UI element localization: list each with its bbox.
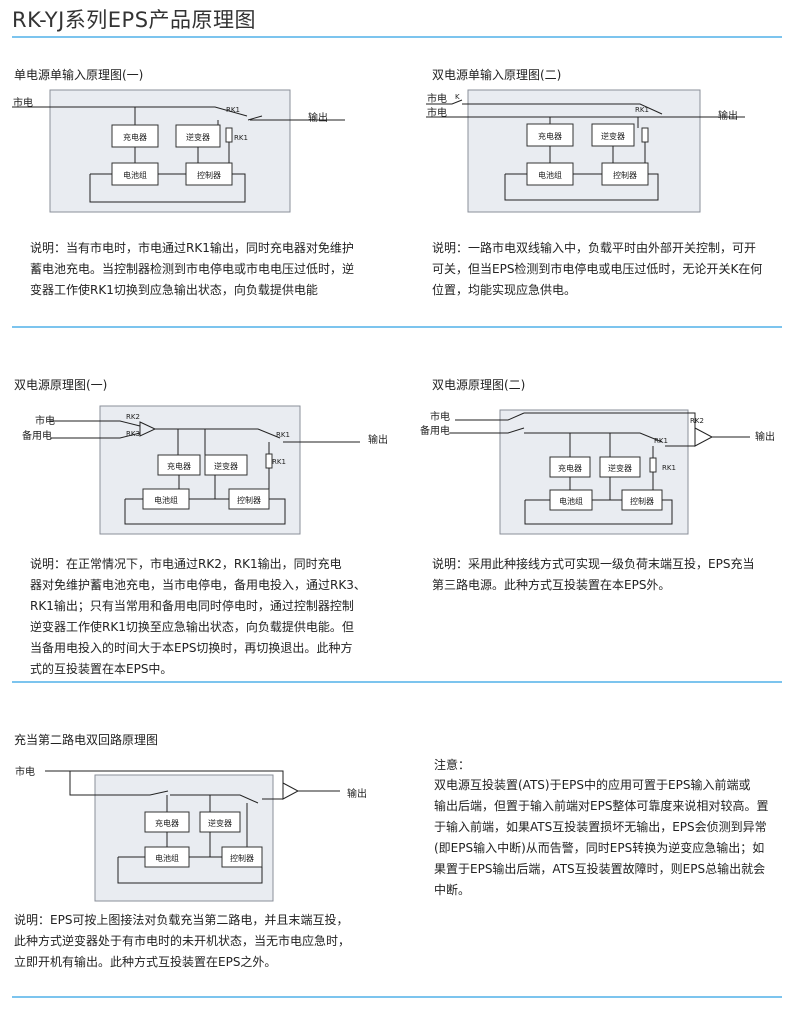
controller-label: 控制器	[613, 170, 637, 180]
controller-label: 控制器	[230, 853, 254, 863]
diagram-title: 双电源单输入原理图(二)	[432, 68, 562, 82]
charger-label: 充电器	[155, 818, 179, 828]
wires-lower	[504, 142, 659, 201]
mains-line	[12, 106, 345, 121]
wires	[134, 107, 263, 163]
eps-panel	[94, 774, 274, 902]
controller-label: 控制器	[197, 170, 221, 180]
wires-lower	[89, 142, 246, 203]
switch-label: RK1	[635, 106, 649, 114]
circuit-diagram-2: 市电 市电 K RK1 输出 充电器 逆变器 电池组 控制器	[426, 89, 745, 213]
diagram-description: 说明：在正常情况下，市电通过RK2，RK1输出，同时充电 器对免维护蓄电池充电，…	[30, 557, 366, 676]
eps-feed	[69, 771, 283, 804]
input-lines	[50, 420, 141, 439]
wires	[569, 433, 654, 458]
relay-label: RK1	[662, 464, 676, 472]
controller-label: 控制器	[630, 496, 654, 506]
mains-lines	[426, 99, 745, 118]
note-text: 双电源互投装置(ATS)于EPS中的应用可置于EPS输入前端或 输出后端，但置于…	[434, 778, 769, 897]
input-label: 市电	[427, 92, 447, 105]
battery-label: 电池组	[123, 170, 147, 180]
charger-label: 充电器	[123, 132, 147, 142]
input-label: 市电	[15, 765, 35, 778]
ats-symbol	[694, 427, 750, 447]
switch-label: RK2	[126, 413, 140, 421]
battery-label: 电池组	[559, 496, 583, 506]
diagram-description: 说明：EPS可按上图接法对负载充当第二路电，并且末端互投， 此种方式逆变器处于有…	[14, 913, 351, 969]
divider	[12, 996, 782, 998]
mains-line	[45, 770, 284, 785]
output-label: 输出	[368, 433, 388, 446]
switch-label: K	[455, 93, 460, 101]
input-label: 备用电	[420, 424, 450, 437]
input-label: 市电	[35, 414, 55, 427]
relay-coil	[641, 127, 649, 143]
wires-lower	[524, 472, 673, 525]
relay-label: RK1	[234, 134, 248, 142]
wires-lower	[124, 468, 286, 525]
charger-block	[111, 124, 159, 148]
output-label: 输出	[347, 787, 367, 800]
relay-coil	[649, 457, 657, 473]
switch-label: RK1	[276, 431, 290, 439]
ats-symbol	[282, 782, 340, 800]
diagram-description: 说明：当有市电时，市电通过RK1输出，同时充电器对免维护 蓄电池充电。当控制器检…	[30, 241, 355, 297]
diagram-title: 双电源原理图(二)	[432, 378, 526, 392]
inverter-label: 逆变器	[601, 131, 625, 141]
charger-label: 充电器	[558, 463, 582, 473]
input-label: 市电	[13, 96, 33, 109]
circuit-diagram-5: 市电 输出 充电器 逆变器 电池组 控制器	[15, 765, 367, 902]
charger-label: 充电器	[167, 461, 191, 471]
eps-panel	[499, 409, 689, 535]
circuit-diagram-4: 市电 备用电 RK1 RK2 RK1 输出 充电器 逆变器 电池组 控制器	[420, 409, 775, 535]
inverter-label: 逆变器	[186, 132, 210, 142]
inverter-label: 逆变器	[208, 818, 232, 828]
charger-label: 充电器	[538, 131, 562, 141]
switch-label: RK2	[690, 417, 704, 425]
switch-label: RK1	[226, 106, 240, 114]
diagram-description: 说明：一路市电双线输入中，负载平时由外部开关控制，可开 可关，但当EPS检测到市…	[432, 241, 763, 297]
diagram-description: 说明：采用此种接线方式可实现一级负荷末端互投，EPS充当 第三路电源。此种方式互…	[432, 557, 755, 592]
wires	[155, 428, 360, 456]
switch-label: RK3	[126, 430, 140, 438]
inverter-block	[599, 456, 641, 478]
mains-line	[455, 412, 696, 430]
diagram-title: 单电源单输入原理图(一)	[14, 68, 144, 82]
output-label: 输出	[308, 111, 328, 124]
battery-label: 电池组	[155, 853, 179, 863]
diagram-title: 充当第二路电双回路原理图	[14, 733, 159, 747]
input-label: 市电	[430, 410, 450, 423]
divider	[12, 326, 782, 328]
circuit-diagram-3: 市电 备用电 RK2 RK3 RK1 RK1 输出 充电器 逆变器 电池组 控制…	[22, 405, 388, 535]
input-label: 备用电	[22, 429, 52, 442]
note-heading: 注意：	[434, 758, 471, 772]
divider	[12, 681, 782, 683]
divider	[12, 36, 782, 38]
page-title: RK-YJ系列EPS产品原理图	[12, 8, 257, 32]
circuit-diagram-1: 市电 输出 RK1 RK1 充电器 逆变器 电池组 控制器	[12, 89, 345, 213]
inverter-label: 逆变器	[608, 463, 632, 473]
input-label: 市电	[427, 106, 447, 119]
diagram-title: 双电源原理图(一)	[14, 378, 108, 392]
eps-panel	[49, 89, 291, 213]
inverter-label: 逆变器	[214, 461, 238, 471]
output-label: 输出	[755, 430, 775, 443]
eps-panel	[467, 89, 701, 213]
controller-label: 控制器	[237, 495, 261, 505]
inverter-block	[199, 811, 241, 833]
battery-label: 电池组	[538, 170, 562, 180]
switch-label: RK1	[654, 437, 668, 445]
wires-lower	[117, 832, 263, 884]
ats-symbol	[139, 421, 157, 437]
wires	[166, 795, 248, 847]
relay-coil	[225, 127, 233, 143]
output-label: 输出	[718, 109, 738, 122]
inverter-block	[204, 454, 248, 476]
relay-label: RK1	[272, 458, 286, 466]
relay-coil	[265, 453, 273, 469]
battery-label: 电池组	[154, 495, 178, 505]
